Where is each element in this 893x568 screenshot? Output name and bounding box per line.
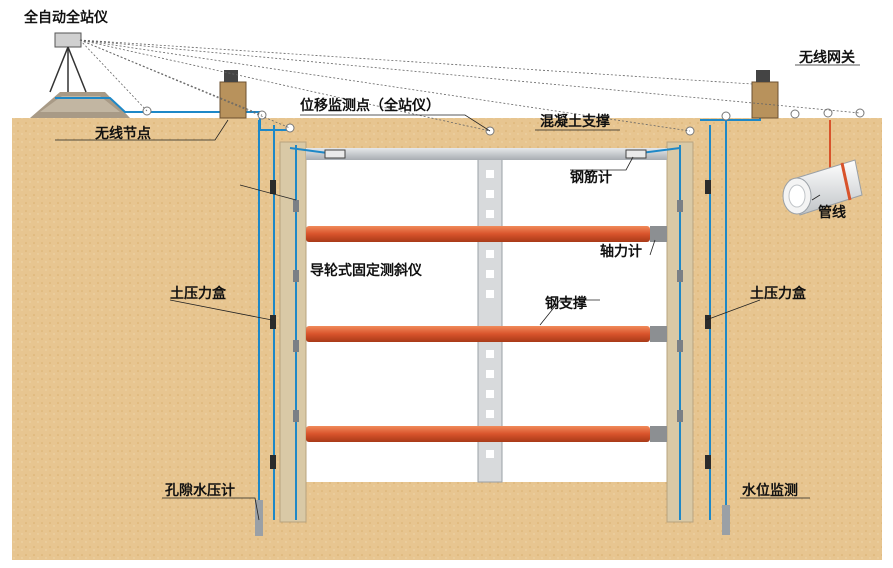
laser-sight-lines xyxy=(79,39,861,132)
label-water-level: 水位监测 xyxy=(742,483,798,499)
gravel-mound xyxy=(30,92,130,118)
label-axial-force-meter: 轴力计 xyxy=(600,244,642,260)
label-earth-pressure-left: 土压力盒 xyxy=(170,286,226,302)
label-wireless-node: 无线节点 xyxy=(95,126,151,142)
steel-strut-3 xyxy=(306,426,667,442)
label-inclinometer: 导轮式固定测斜仪 xyxy=(310,263,422,279)
label-wireless-gateway: 无线网关 xyxy=(799,50,855,66)
water-level-sensor xyxy=(722,505,730,535)
label-displacement-point: 位移监测点（全站仪） xyxy=(300,98,440,114)
steel-strut-2 xyxy=(306,326,667,342)
label-pore-pressure-meter: 孔隙水压计 xyxy=(165,483,235,499)
rebar-meter-left xyxy=(324,149,346,159)
steel-strut-1 xyxy=(306,226,667,242)
wireless-node-icon xyxy=(142,106,865,136)
rebar-meter-right xyxy=(625,149,647,159)
leader-lines xyxy=(55,64,860,521)
earth-pressure-cells xyxy=(270,180,711,469)
gateway-box-icon xyxy=(219,70,779,119)
pipe-icon xyxy=(782,120,863,216)
total-station-icon xyxy=(49,32,87,93)
label-steel-strut: 钢支撑 xyxy=(545,296,587,312)
label-total-station: 全自动全站仪 xyxy=(24,10,108,26)
label-pipeline: 管线 xyxy=(818,205,846,221)
label-earth-pressure-right: 土压力盒 xyxy=(750,286,806,302)
label-rebar-meter: 钢筋计 xyxy=(570,170,612,186)
inclinometer-probes xyxy=(293,200,683,422)
label-concrete-strut: 混凝土支撑 xyxy=(540,114,610,130)
concrete-strut xyxy=(306,148,667,160)
